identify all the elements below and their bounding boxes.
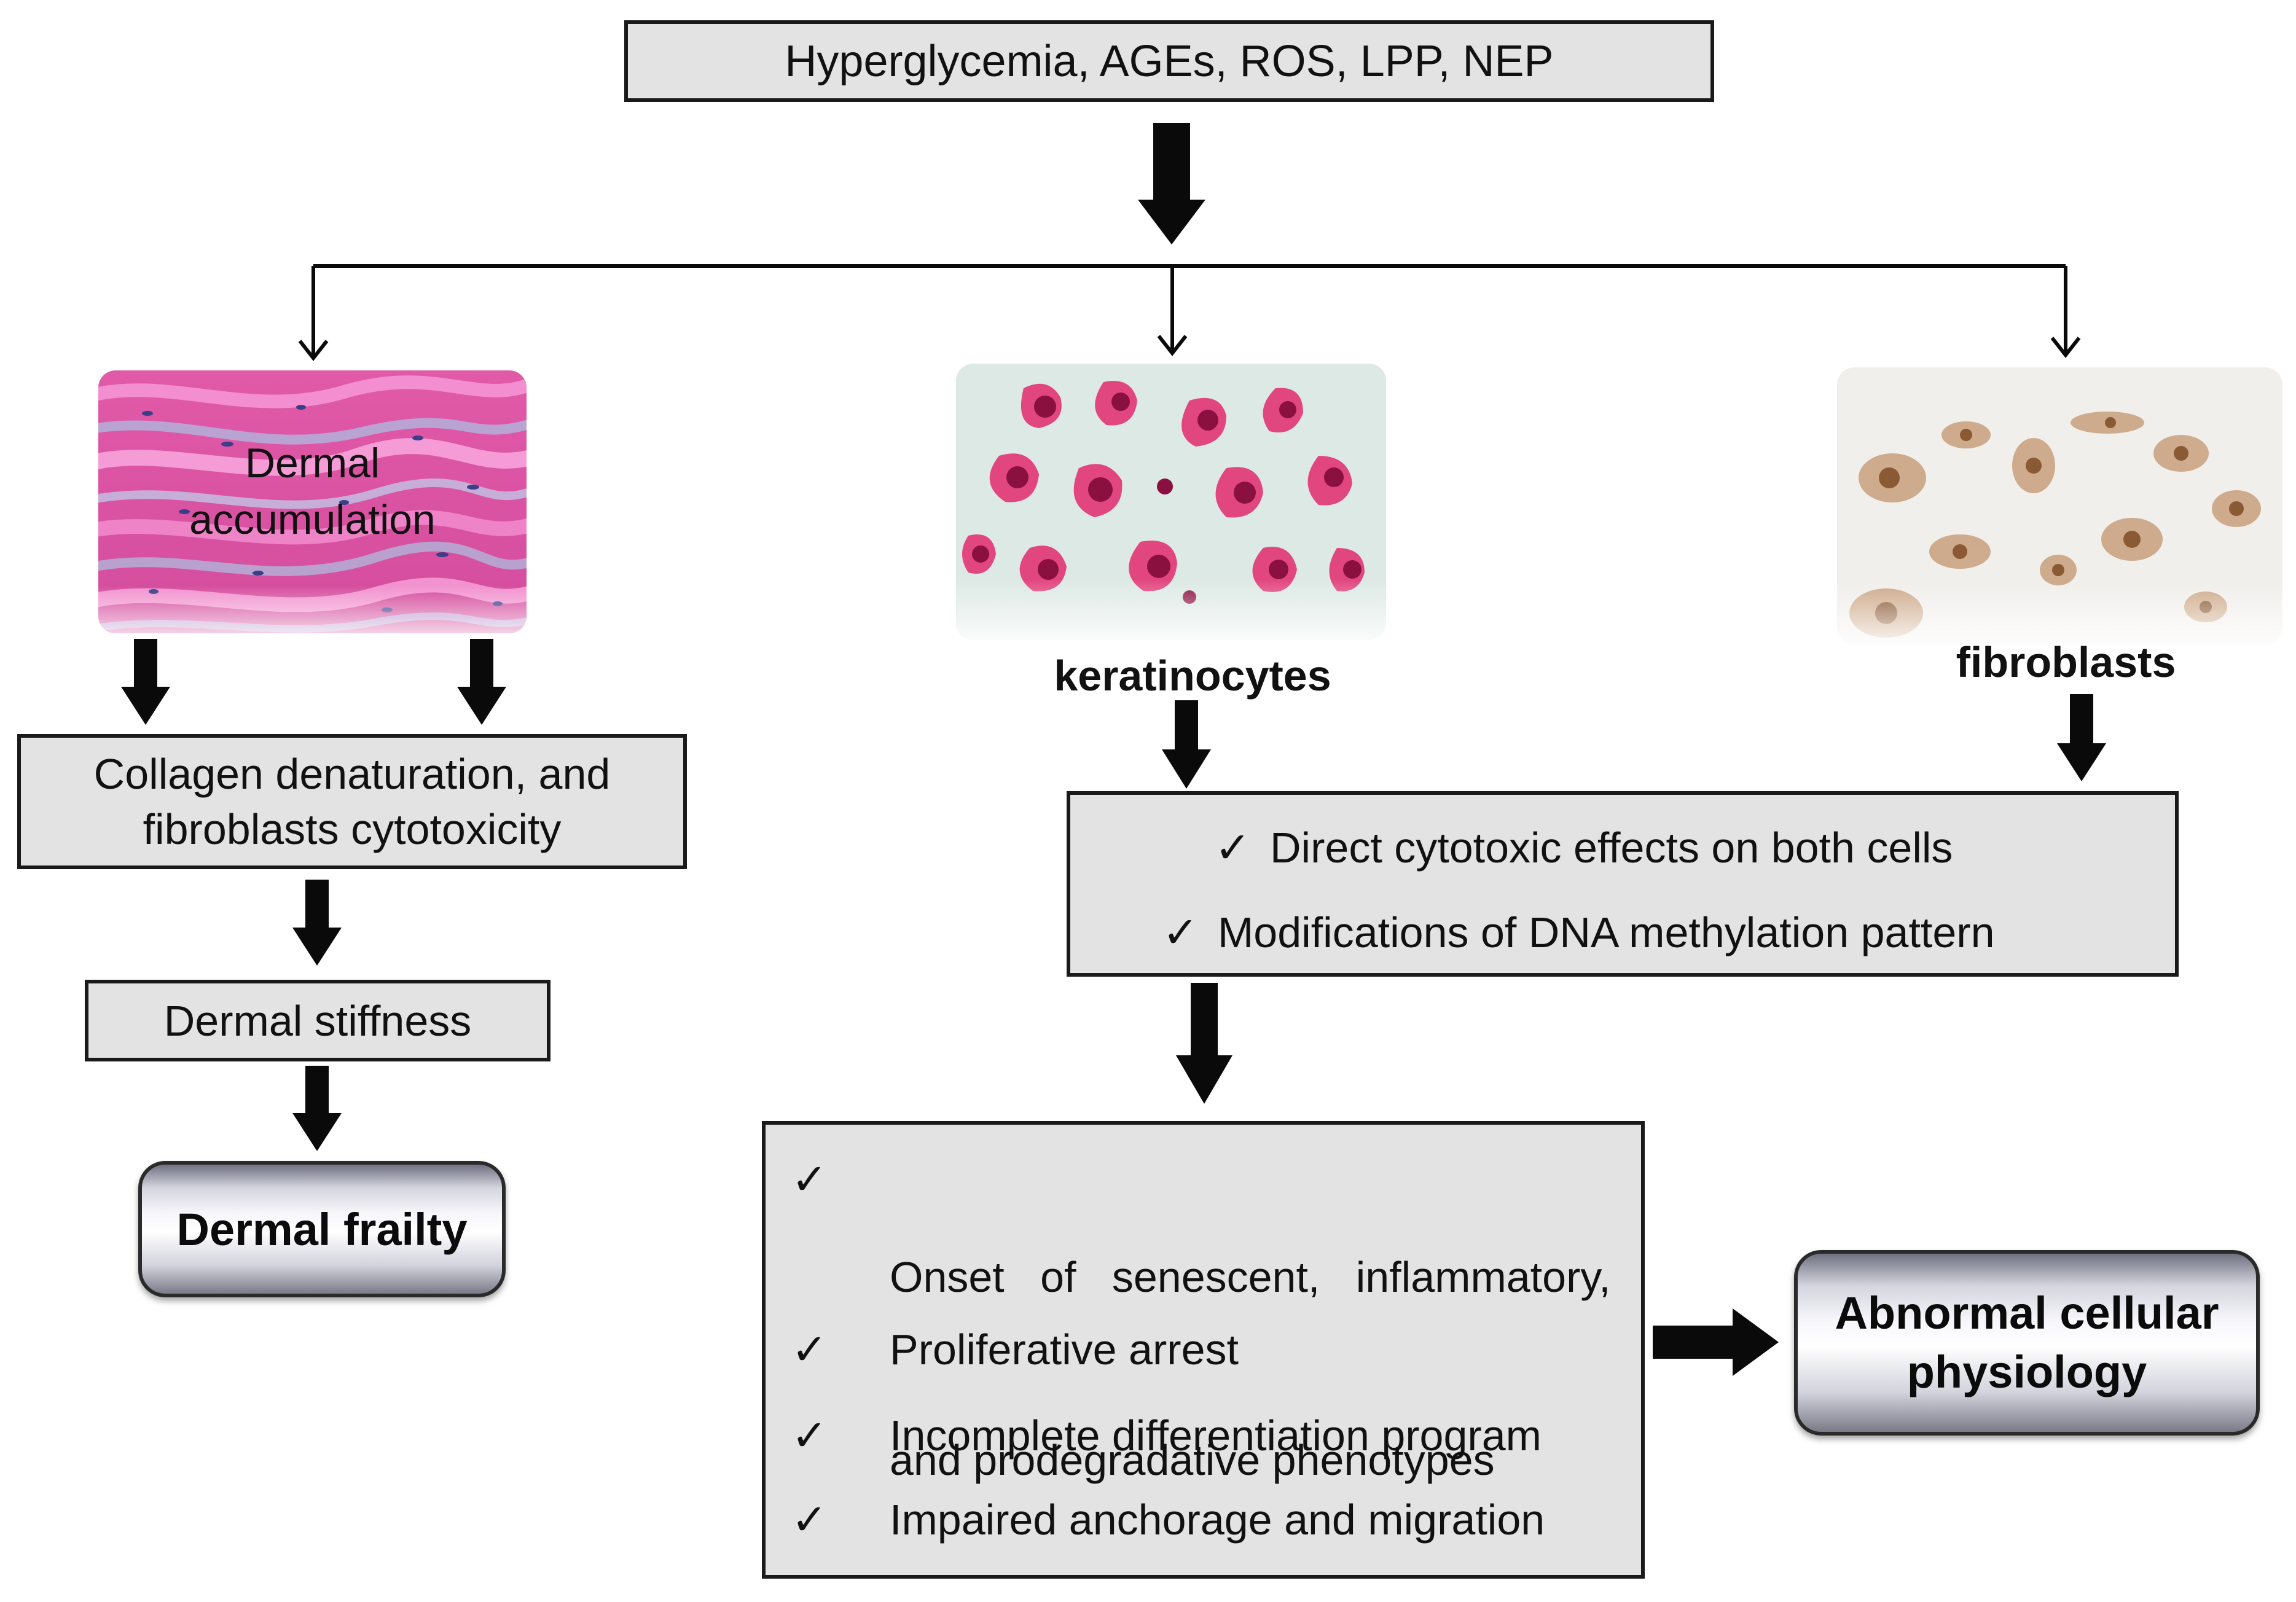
check-icon: ✓ xyxy=(791,1412,828,1459)
effects-item-1: ✓ Direct cytotoxic effects on both cells xyxy=(1215,822,1953,873)
arrow-collagen-to-stiffness xyxy=(292,880,342,966)
fibroblasts-caption: fibroblasts xyxy=(1956,638,2176,686)
phenotype-item-1-line2: and prodegradative phenotypes xyxy=(890,1436,1495,1484)
arrow-left-a xyxy=(121,639,170,725)
dermal-accumulation-label: Dermal accumulation xyxy=(98,435,527,548)
phenotype-item-1-line1: Onset of senescent, inflammatory, xyxy=(890,1253,1611,1301)
dermal-label-line1: Dermal xyxy=(245,440,380,486)
phenotype-item-3: ✓ Incomplete differentiation program xyxy=(791,1410,1542,1461)
dermal-frailty-label: Dermal frailty xyxy=(176,1203,468,1255)
arrow-fibroblasts-down xyxy=(2057,694,2106,781)
phenotype-item-2: ✓ Proliferative arrest xyxy=(791,1324,1239,1375)
arrow-effects-to-phenotypes xyxy=(1176,983,1232,1104)
arrow-to-abnormal xyxy=(1653,1308,1779,1376)
check-icon: ✓ xyxy=(1162,908,1199,956)
branch-center-arrowhead xyxy=(1157,335,1188,356)
check-icon: ✓ xyxy=(791,1155,828,1203)
phenotype-item-2-text: Proliferative arrest xyxy=(890,1326,1239,1373)
phenotype-item-4-text: Impaired anchorage and migration xyxy=(890,1496,1545,1544)
dermal-accumulation-image: Dermal accumulation xyxy=(98,370,527,633)
check-icon: ✓ xyxy=(791,1326,828,1373)
fibroblasts-cells-picture xyxy=(1837,367,2282,644)
phenotype-item-4: ✓ Impaired anchorage and migration xyxy=(791,1495,1545,1545)
arrow-keratinocytes-down xyxy=(1162,700,1211,789)
phenotypes-box: ✓ Onset of senescent, inflammatory, and … xyxy=(762,1121,1645,1579)
keratinocytes-caption: keratinocytes xyxy=(1054,652,1331,700)
effects-item-1-text: Direct cytotoxic effects on both cells xyxy=(1270,824,1953,872)
check-icon: ✓ xyxy=(1215,824,1251,872)
arrow-left-b xyxy=(457,639,506,725)
abnormal-physiology-outcome: Abnormal cellular physiology xyxy=(1794,1250,2260,1436)
top-causes-box: Hyperglycemia, AGEs, ROS, LPP, NEP xyxy=(624,20,1714,102)
collagen-box-line2: fibroblasts cytotoxicity xyxy=(143,805,562,853)
arrow-main-down xyxy=(1138,123,1205,244)
effects-item-2-text: Modifications of DNA methylation pattern xyxy=(1218,908,1995,956)
dermal-histology-picture xyxy=(98,370,527,633)
dermal-frailty-outcome: Dermal frailty xyxy=(138,1161,506,1297)
top-causes-label: Hyperglycemia, AGEs, ROS, LPP, NEP xyxy=(785,36,1554,86)
abnormal-line2: physiology xyxy=(1906,1346,2147,1397)
keratinocytes-cells-picture xyxy=(956,364,1386,640)
dermal-stiffness-box: Dermal stiffness xyxy=(85,980,550,1061)
branch-left-arrowhead xyxy=(298,340,329,361)
dermal-label-line2: accumulation xyxy=(189,496,436,543)
collagen-denaturation-box: Collagen denaturation, and fibroblasts c… xyxy=(17,734,687,869)
fibroblasts-image xyxy=(1837,367,2282,644)
abnormal-line1: Abnormal cellular xyxy=(1835,1287,2219,1338)
cytotoxic-effects-box: ✓Direct cytotoxic effects on both cells … xyxy=(1067,791,2179,977)
arrow-stiffness-to-frailty xyxy=(292,1066,342,1151)
collagen-box-line1: Collagen denaturation, and xyxy=(93,750,611,798)
branch-right-arrowhead xyxy=(2050,337,2081,358)
check-icon: ✓ xyxy=(791,1496,828,1544)
effects-item-2: ✓ Modifications of DNA methylation patter… xyxy=(1162,907,1995,958)
keratinocytes-image xyxy=(956,364,1386,640)
dermal-stiffness-label: Dermal stiffness xyxy=(163,996,472,1045)
phenotype-item-3-text: Incomplete differentiation program xyxy=(890,1412,1542,1459)
